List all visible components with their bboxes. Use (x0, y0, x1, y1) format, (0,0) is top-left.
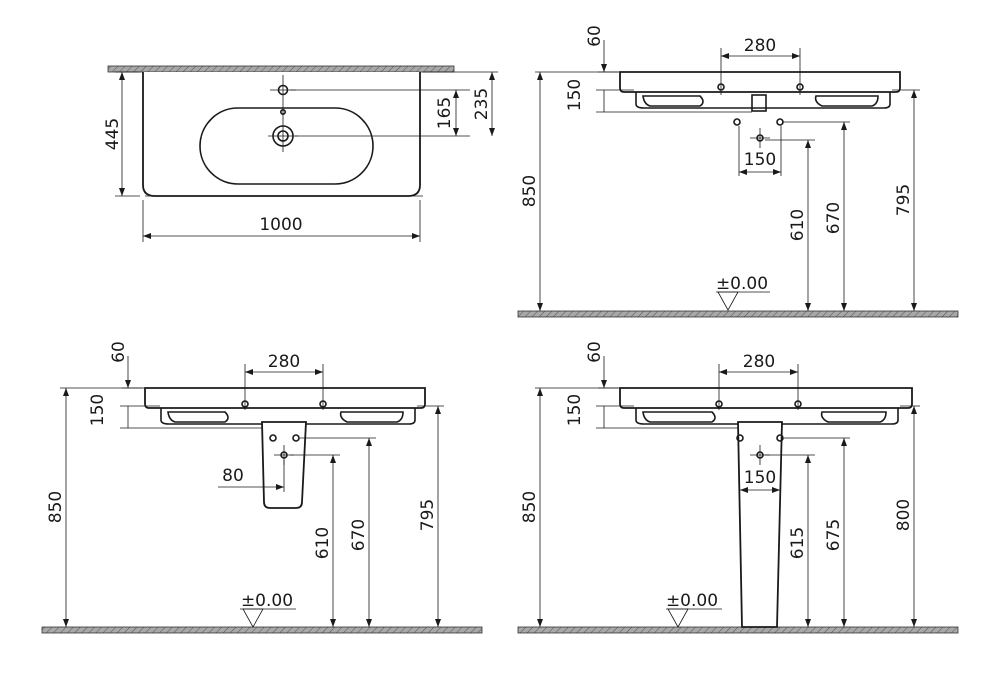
bowl-outline (199, 107, 374, 185)
dim-drop: 150 (565, 79, 585, 111)
dim-tap-spacing: 280 (743, 352, 775, 372)
dim-bottom-height: 800 (894, 499, 914, 531)
full-pedestal (737, 421, 783, 628)
basin-top (619, 71, 901, 93)
floor-hatch (517, 626, 959, 634)
dim-tap-spacing: 280 (744, 36, 776, 56)
dim-drop: 150 (565, 394, 585, 426)
dim-bottom-height: 795 (894, 184, 914, 216)
full-pedestal-view: 280 60 150 150 850 615 675 (517, 341, 959, 634)
dim-drain-height-1: 610 (313, 527, 333, 559)
dim-drain-offset: 165 (435, 97, 455, 129)
dim-drain-height-2: 670 (349, 519, 369, 551)
dim-drain-height-1: 610 (788, 209, 808, 241)
floor-hatch (517, 310, 959, 318)
basin-top (144, 387, 426, 409)
dim-offset: 80 (222, 466, 244, 486)
dim-drop: 150 (88, 394, 108, 426)
basin-outline-plan (142, 72, 421, 197)
dim-hole-spacing: 150 (744, 468, 776, 488)
dim-drain-height-2: 675 (824, 519, 844, 551)
half-pedestal-view: 280 60 150 80 850 610 670 (41, 341, 483, 634)
dim-drain-height-2: 670 (824, 202, 844, 234)
dim-total-height: 850 (520, 491, 540, 523)
dim-rim: 60 (585, 341, 605, 363)
dim-rim: 60 (109, 341, 129, 363)
dim-tap-offset: 235 (472, 88, 492, 120)
wall-plate (107, 65, 455, 73)
top-view: 1000 445 165 235 (103, 65, 498, 242)
dim-drain-height-1: 615 (788, 527, 808, 559)
fixing-hole-icon (733, 118, 741, 126)
floor-level-label: ±0.00 (716, 274, 768, 294)
wall-mount-view: 280 60 150 150 850 610 670 (517, 25, 959, 318)
dim-depth: 445 (103, 118, 123, 150)
floor-hatch (41, 626, 483, 634)
dim-hole-spacing: 150 (744, 150, 776, 170)
dim-rim: 60 (585, 25, 605, 47)
floor-level-label: ±0.00 (241, 591, 293, 611)
dim-total-height: 850 (520, 175, 540, 207)
dim-total-height: 850 (46, 491, 66, 523)
drain-pipe (751, 94, 767, 112)
floor-level-label: ±0.00 (666, 591, 718, 611)
dim-width: 1000 (259, 215, 302, 235)
dim-tap-spacing: 280 (268, 352, 300, 372)
dim-bottom-height: 795 (418, 499, 438, 531)
basin-top (619, 387, 913, 409)
